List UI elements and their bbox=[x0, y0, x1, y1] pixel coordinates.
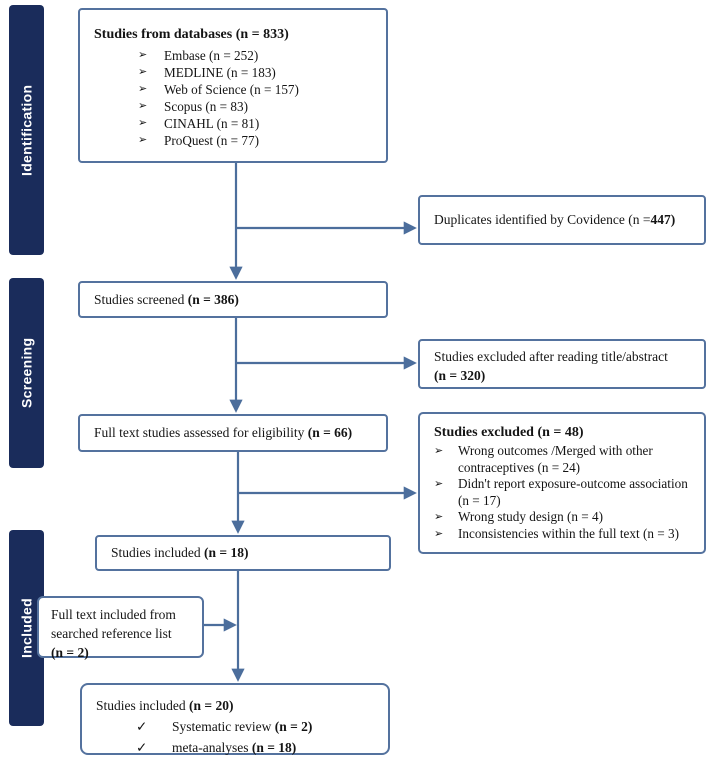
list-item-text: ProQuest (n = 77) bbox=[164, 133, 259, 148]
arrow-bullet-icon: ➢ bbox=[434, 527, 444, 540]
arrow-bullet-icon: ➢ bbox=[434, 511, 444, 523]
screened-text: Studies screened bbox=[94, 291, 185, 307]
list-item: ➢ Web of Science (n = 157) bbox=[138, 81, 376, 98]
list-item: ➢ MEDLINE (n = 183) bbox=[138, 64, 376, 81]
list-item-text: Web of Science (n = 157) bbox=[164, 82, 299, 97]
list-item-text: Wrong study design (n = 4) bbox=[458, 509, 603, 524]
included-20-count: (n = 20) bbox=[189, 698, 234, 713]
list-item: ➢ Wrong study design (n = 4) bbox=[434, 509, 698, 526]
reference-count: (n = 2) bbox=[51, 645, 89, 660]
duplicates-count: 447) bbox=[650, 212, 676, 227]
stage-label-included: Included bbox=[18, 598, 35, 658]
screened-box: Studies screened (n = 386) bbox=[78, 281, 388, 318]
arrow-bullet-icon: ➢ bbox=[138, 134, 148, 146]
included-20-title: Studies included (n = 20) bbox=[96, 695, 380, 716]
list-item: ➢ Scopus (n = 83) bbox=[138, 98, 376, 115]
full-text-text: Full text studies assessed for eligibili… bbox=[94, 425, 305, 440]
duplicates-text: Duplicates identified by Covidence (n = bbox=[434, 212, 651, 227]
list-item-text: Systematic review (n = 2) bbox=[172, 716, 312, 737]
arrow-bullet-icon: ➢ bbox=[138, 83, 148, 95]
list-item-text: Embase (n = 252) bbox=[164, 48, 259, 63]
title-abstract-excluded-box: Studies excluded after reading title/abs… bbox=[418, 339, 706, 389]
list-item: ➢ Wrong outcomes /Merged with other cont… bbox=[434, 443, 698, 476]
item-count: (n = 18) bbox=[251, 740, 297, 755]
included-18-count: (n = 18) bbox=[204, 545, 249, 560]
arrow-bullet-icon: ➢ bbox=[434, 478, 444, 490]
list-item: ➢ Didn't report exposure-outcome associa… bbox=[434, 476, 698, 509]
databases-box: Studies from databases (n = 833) ➢ Embas… bbox=[78, 8, 388, 163]
item-text: Systematic review bbox=[172, 719, 275, 734]
list-item: ➢ Embase (n = 252) bbox=[138, 47, 376, 64]
list-item-text: CINAHL (n = 81) bbox=[164, 116, 260, 131]
list-item-text: Inconsistencies within the full text (n … bbox=[458, 525, 679, 541]
included-18-text: Studies included bbox=[111, 545, 201, 560]
list-item-text: meta-analyses (n = 18) bbox=[172, 737, 296, 758]
arrow-bullet-icon: ➢ bbox=[138, 100, 148, 112]
excluded-48-list: ➢ Wrong outcomes /Merged with other cont… bbox=[434, 443, 698, 542]
title-abstract-text: Studies excluded after reading title/abs… bbox=[434, 349, 668, 364]
arrow-bullet-icon: ➢ bbox=[138, 49, 148, 61]
list-item-text: Scopus (n = 83) bbox=[164, 99, 248, 114]
title-abstract-count: (n = 320) bbox=[434, 368, 486, 383]
excluded-48-box: Studies excluded (n = 48) ➢ Wrong outcom… bbox=[418, 412, 706, 554]
list-item-text: Wrong outcomes /Merged with other contra… bbox=[458, 443, 653, 475]
list-item-text: MEDLINE (n = 183) bbox=[164, 65, 276, 80]
check-bullet-icon: ✓ bbox=[136, 719, 148, 734]
list-item: ✓ Systematic review (n = 2) bbox=[136, 716, 380, 737]
stage-label-screening: Screening bbox=[18, 337, 35, 409]
duplicates-box: Duplicates identified by Covidence (n =4… bbox=[418, 195, 706, 245]
list-item: ✓ meta-analyses (n = 18) bbox=[136, 737, 380, 758]
list-item: ➢ ProQuest (n = 77) bbox=[138, 132, 376, 149]
arrow-bullet-icon: ➢ bbox=[138, 66, 148, 78]
list-item-text: Didn't report exposure-outcome associati… bbox=[458, 476, 688, 508]
item-count: (n = 2) bbox=[274, 719, 313, 734]
list-item: ➢ Inconsistencies within the full text (… bbox=[434, 526, 698, 543]
reference-text-line2: searched reference list bbox=[51, 626, 172, 641]
screened-count: (n = 386) bbox=[187, 291, 239, 307]
arrow-bullet-icon: ➢ bbox=[434, 445, 444, 457]
full-text-count: (n = 66) bbox=[307, 425, 353, 440]
item-text: meta-analyses bbox=[172, 740, 252, 755]
included-20-text: Studies included bbox=[96, 698, 189, 713]
check-bullet-icon: ✓ bbox=[136, 740, 148, 755]
databases-list: ➢ Embase (n = 252) ➢ MEDLINE (n = 183) ➢… bbox=[138, 47, 376, 149]
stage-bar-identification: Identification bbox=[9, 5, 44, 255]
included-18-box: Studies included (n = 18) bbox=[95, 535, 391, 571]
included-20-list: ✓ Systematic review (n = 2) ✓ meta-analy… bbox=[136, 716, 380, 758]
reference-list-box: Full text included from searched referen… bbox=[37, 596, 204, 660]
databases-title: Studies from databases (n = 833) bbox=[94, 27, 289, 42]
arrow-bullet-icon: ➢ bbox=[138, 117, 148, 129]
list-item: ➢ CINAHL (n = 81) bbox=[138, 115, 376, 132]
reference-text-line1: Full text included from bbox=[51, 607, 176, 622]
excluded-48-title: Studies excluded (n = 48) bbox=[434, 425, 584, 440]
included-20-box: Studies included (n = 20) ✓ Systematic r… bbox=[80, 683, 390, 755]
stage-label-identification: Identification bbox=[18, 84, 35, 176]
stage-bar-screening: Screening bbox=[9, 278, 44, 468]
full-text-box: Full text studies assessed for eligibili… bbox=[78, 414, 388, 452]
